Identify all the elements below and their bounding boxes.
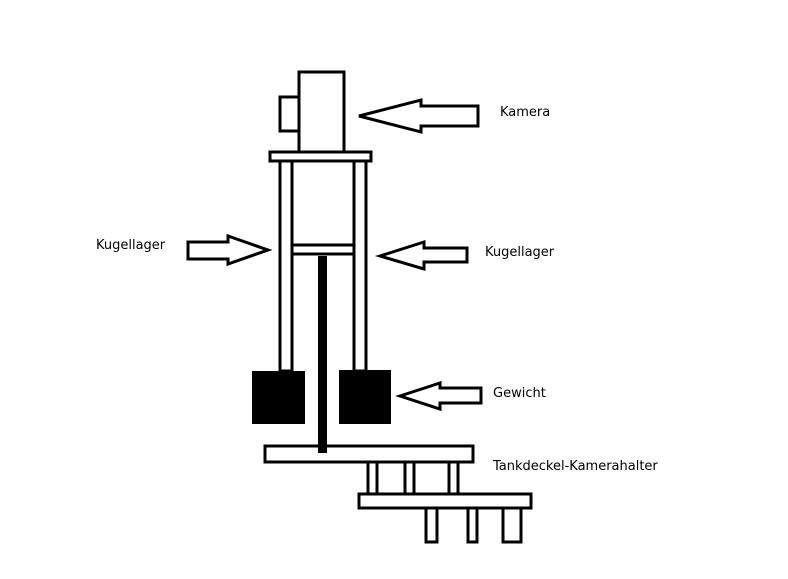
- label-tankdeckel-kamerahalter: Tankdeckel-Kamerahalter: [493, 459, 658, 474]
- left-guide-rod: [278, 159, 294, 373]
- center-shaft: [318, 256, 327, 453]
- lower-leg-3: [501, 506, 523, 544]
- base-plate: [263, 444, 475, 464]
- tank-lid-plate: [357, 492, 533, 510]
- upper-leg-1: [366, 460, 379, 496]
- arrow-gewicht: [395, 380, 483, 412]
- upper-leg-2: [403, 460, 416, 496]
- label-gewicht: Gewicht: [493, 386, 546, 401]
- camera-body: [297, 70, 346, 154]
- camera-lens: [278, 95, 301, 133]
- label-kugellager-left: Kugellager: [96, 238, 166, 253]
- arrow-kamera: [358, 98, 480, 134]
- right-weight: [339, 370, 391, 424]
- label-kamera: Kamera: [500, 105, 551, 120]
- bearing-crossbar: [290, 243, 356, 256]
- label-kugellager-right: Kugellager: [485, 245, 555, 260]
- arrow-kugellager-right: [374, 239, 469, 272]
- arrow-kugellager-left: [186, 233, 273, 267]
- lower-leg-1: [424, 506, 439, 544]
- right-guide-rod: [352, 159, 368, 373]
- top-plate: [268, 150, 373, 163]
- upper-leg-3: [447, 460, 460, 496]
- left-weight: [252, 371, 305, 424]
- lower-leg-2: [466, 506, 479, 544]
